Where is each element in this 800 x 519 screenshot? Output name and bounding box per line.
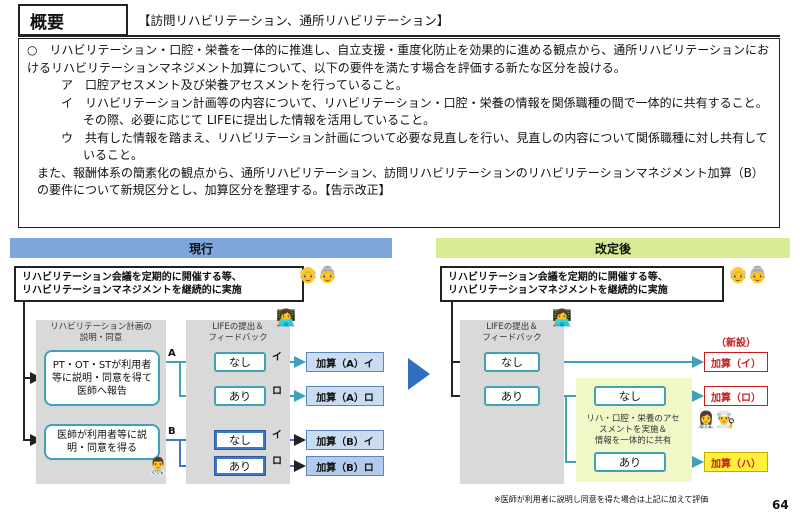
care-staff-icon: 👩‍⚕️👨‍🍳 bbox=[696, 410, 736, 429]
current-lead-line1: リハビリテーション会議を定期的に開催する等、 bbox=[22, 272, 242, 283]
label-b: B bbox=[168, 426, 176, 437]
plan-consent-label: リハビリテーション計画の 説明・同意 bbox=[36, 322, 166, 344]
share-text: リハ・口腔・栄養のアセ スメントを実施＆ 情報を一体的に共有 bbox=[578, 414, 688, 447]
share-ari: あり bbox=[594, 452, 666, 472]
current-b-nashi-label: なし bbox=[217, 433, 263, 447]
share-nashi: なし bbox=[594, 386, 666, 406]
summary-closing: また、報酬体系の簡素化の観点から、通所リハビリテーション、訪問リハビリテーション… bbox=[37, 165, 764, 198]
current-section-header: 現行 bbox=[10, 238, 392, 258]
option-b-box: 医師が利用者等に説明・同意を得る bbox=[44, 424, 160, 460]
share-text-line3: 情報を一体的に共有 bbox=[594, 436, 672, 446]
summary-body: ○ リハビリテーション・口腔・栄養を一体的に推進し、自立支援・重度化防止を効果的… bbox=[18, 38, 780, 228]
revised-life-label-line2: フィードバック bbox=[482, 333, 542, 343]
current-b-ari: あり bbox=[214, 456, 266, 476]
requirement-a: ア 口腔アセスメント及び栄養アセスメントを行っていること。 bbox=[61, 78, 408, 92]
life-label-line1: LIFEの提出＆ bbox=[212, 322, 264, 332]
kasan-b-i: 加算（B）イ bbox=[306, 430, 384, 450]
staff-laptop-icon-revised: 👩‍💻 bbox=[552, 308, 572, 327]
share-text-line1: リハ・口腔・栄養のアセ bbox=[586, 414, 680, 424]
current-lead-box: リハビリテーション会議を定期的に開催する等、 リハビリテーションマネジメントを継… bbox=[14, 266, 304, 302]
revised-life-label-line1: LIFEの提出＆ bbox=[486, 322, 538, 332]
revised-lead-line1: リハビリテーション会議を定期的に開催する等、 bbox=[448, 272, 668, 283]
doctor-icon: 👨‍⚕️ bbox=[148, 456, 168, 475]
kasan-a-i: 加算（A）イ bbox=[306, 352, 384, 372]
new-category-label: （新設） bbox=[716, 338, 756, 349]
requirement-u: ウ 共有した情報を踏まえ、リハビリテーション計画について必要な見直しを行い、見直… bbox=[61, 130, 768, 163]
kasan-b-ro: 加算（B）ロ bbox=[306, 456, 384, 476]
elderly-couple-icon: 👴👵 bbox=[298, 265, 338, 284]
mark-a-i: イ bbox=[272, 352, 282, 363]
mark-a-ro: ロ bbox=[272, 386, 282, 397]
plan-label-line1: リハビリテーション計画の bbox=[50, 322, 152, 332]
elderly-couple-icon-revised: 👴👵 bbox=[728, 265, 768, 284]
revised-lead-line2: リハビリテーションマネジメントを継続的に実施 bbox=[448, 285, 668, 296]
option-a-box: PT・OT・STが利用者等に説明・同意を得て医師へ報告 bbox=[44, 350, 160, 406]
revised-nashi: なし bbox=[484, 352, 540, 372]
revised-section-header: 改定後 bbox=[436, 238, 790, 258]
current-a-ari: あり bbox=[214, 386, 266, 406]
mark-b-i: イ bbox=[272, 430, 282, 441]
kasan-a-ro: 加算（A）ロ bbox=[306, 386, 384, 406]
revised-life-label: LIFEの提出＆ フィードバック bbox=[460, 322, 564, 344]
life-label: LIFEの提出＆ フィードバック bbox=[186, 322, 290, 344]
service-subtitle: 【訪問リハビリテーション、通所リハビリテーション】 bbox=[138, 13, 450, 28]
staff-laptop-icon: 👩‍💻 bbox=[276, 308, 296, 327]
page-number: 64 bbox=[772, 498, 789, 512]
revised-ari: あり bbox=[484, 386, 540, 406]
plan-label-line2: 説明・同意 bbox=[79, 333, 123, 343]
life-label-line2: フィードバック bbox=[208, 333, 268, 343]
current-b-nashi: なし bbox=[214, 430, 266, 450]
revised-kasan-ha: 加算（ハ） bbox=[704, 452, 768, 472]
summary-title: 概要 bbox=[18, 4, 128, 36]
requirement-i: イ リハビリテーション計画等の内容について、リハビリテーション・口腔・栄養の情報… bbox=[61, 95, 768, 128]
revised-kasan-ro: 加算（ロ） bbox=[704, 386, 768, 406]
footnote: ※医師が利用者に説明し同意を得た場合は上記に加えて評価 bbox=[494, 495, 709, 504]
label-a: A bbox=[168, 348, 176, 359]
revised-lead-box: リハビリテーション会議を定期的に開催する等、 リハビリテーションマネジメントを継… bbox=[440, 266, 724, 302]
current-lead-line2: リハビリテーションマネジメントを継続的に実施 bbox=[22, 285, 242, 296]
current-b-ari-label: あり bbox=[217, 459, 263, 473]
share-text-line2: スメントを実施＆ bbox=[598, 425, 667, 435]
mark-b-ro: ロ bbox=[272, 456, 282, 467]
current-a-nashi: なし bbox=[214, 352, 266, 372]
summary-lead: ○ リハビリテーション・口腔・栄養を一体的に推進し、自立支援・重度化防止を効果的… bbox=[27, 43, 769, 75]
revised-kasan-i: 加算（イ） bbox=[704, 352, 768, 372]
header-underline bbox=[18, 35, 780, 37]
